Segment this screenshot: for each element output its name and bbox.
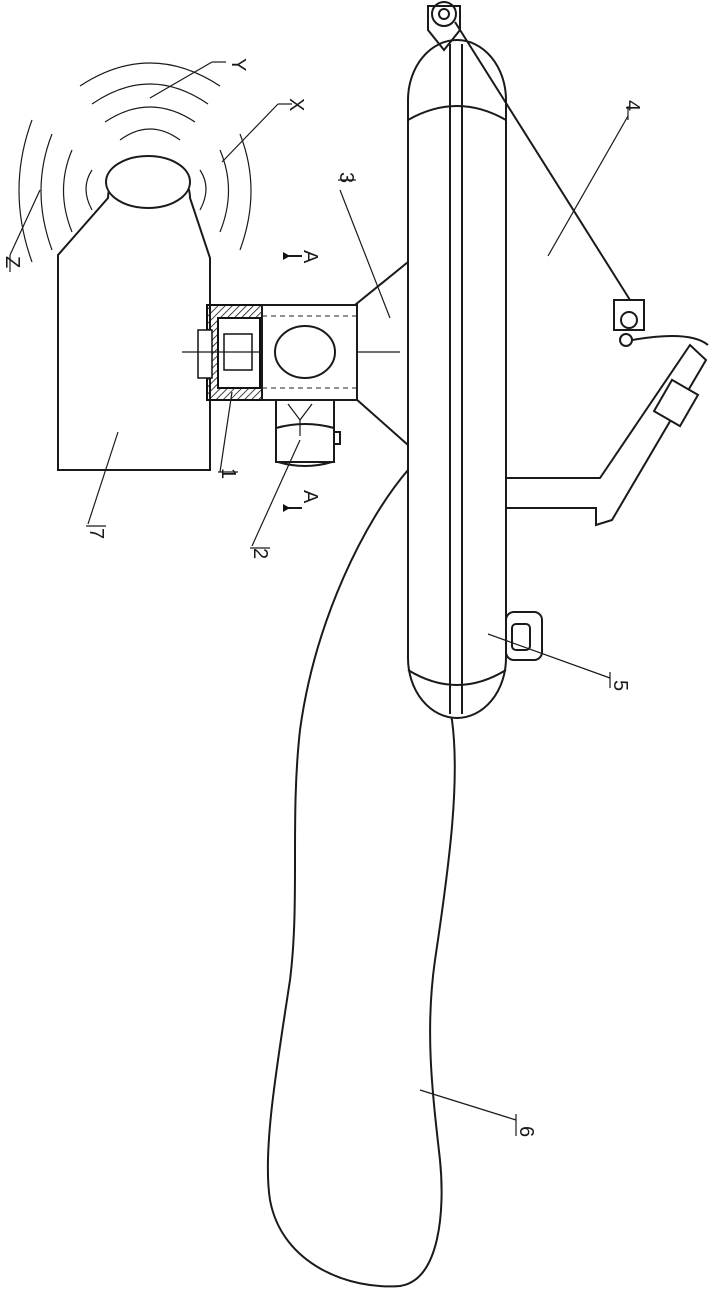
- part-2-upper: [262, 305, 357, 400]
- label-2: 2: [249, 548, 271, 559]
- label-section-a-top: A: [299, 250, 321, 264]
- label-3: 3: [335, 172, 357, 183]
- label-6: 6: [515, 1126, 537, 1137]
- label-1: 1: [217, 468, 239, 479]
- part-2-lower: [276, 400, 334, 462]
- label-z: Z: [1, 256, 23, 268]
- support-arm: [506, 345, 706, 525]
- label-7: 7: [85, 528, 107, 539]
- label-section-a-bottom: A: [299, 490, 321, 504]
- leader-lines: [10, 62, 628, 1136]
- part-5-tube: [408, 40, 506, 718]
- part-7-dome: [106, 156, 190, 208]
- label-5: 5: [609, 680, 631, 691]
- cable-clamp: [614, 300, 644, 330]
- label-x: X: [285, 98, 307, 111]
- label-y: Y: [227, 58, 249, 71]
- part-3-bracket: [355, 262, 408, 445]
- label-4: 4: [621, 100, 643, 111]
